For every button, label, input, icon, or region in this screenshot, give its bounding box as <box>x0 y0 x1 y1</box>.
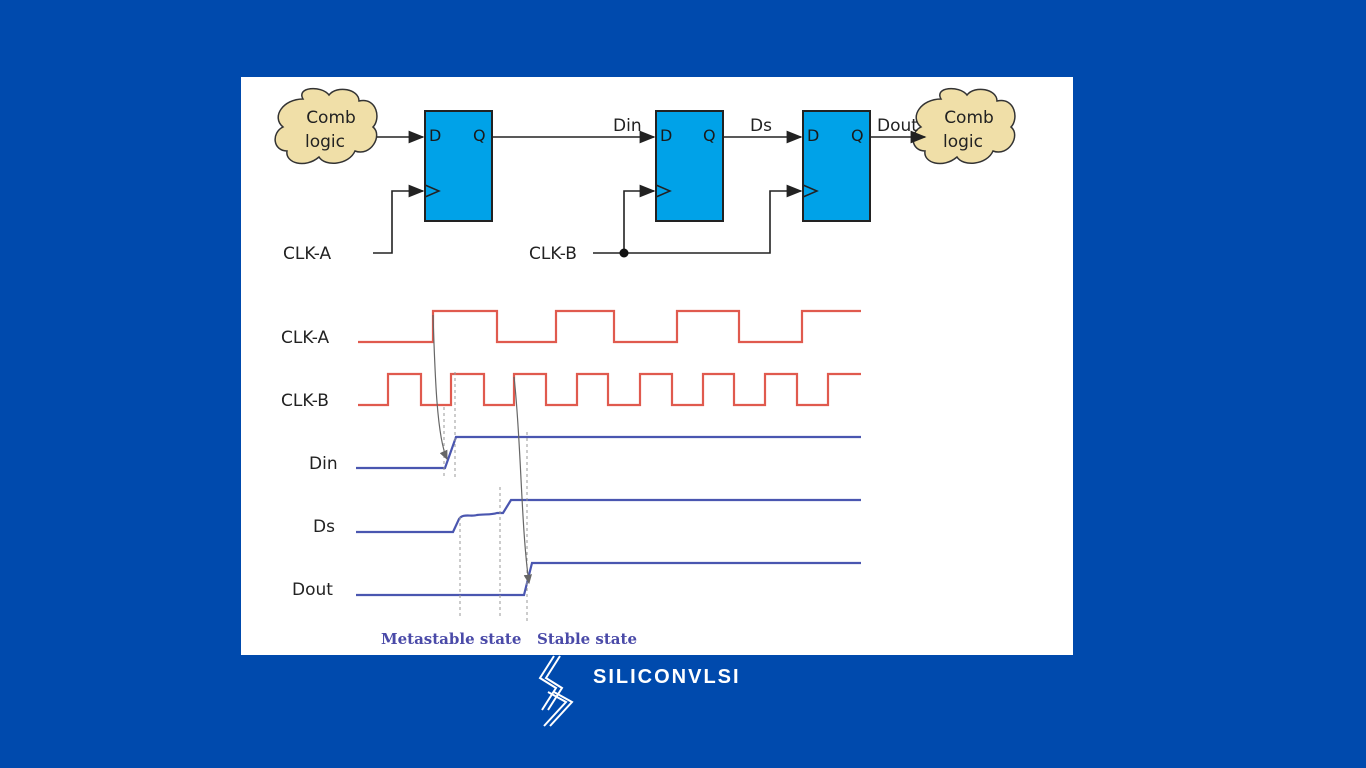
ff3-q-pin: Q <box>851 126 864 145</box>
clk-b-junction <box>619 248 629 258</box>
wave-label-clk-b: CLK-B <box>281 391 329 411</box>
ff1-d-pin: D <box>429 126 441 145</box>
metastable-state-label: Metastable state <box>381 630 521 648</box>
ff1-q-pin: Q <box>473 126 486 145</box>
clk-a-waveform <box>358 309 861 344</box>
ds-waveform <box>356 498 861 534</box>
dout-waveform <box>356 561 861 597</box>
brand-name: SILICONVLSI <box>593 666 741 688</box>
cloud-right-line1: Comb <box>944 108 994 128</box>
ff3-d-pin: D <box>807 126 819 145</box>
dout-net-label: Dout <box>877 116 918 136</box>
cloud-left-line1: Comb <box>306 108 356 128</box>
din-waveform <box>356 435 861 470</box>
circuit-wires <box>373 130 927 254</box>
ff2-d-pin: D <box>660 126 672 145</box>
synchronizer-diagram: Comb logic Comb logic D Q D Q D Q CLK <box>274 87 1016 648</box>
ff2-q-pin: Q <box>703 126 716 145</box>
clk-b-waveform <box>358 372 861 407</box>
ds-net-label: Ds <box>750 116 772 136</box>
clk-a-to-din-arrow <box>432 314 448 461</box>
comb-logic-cloud-left: Comb logic <box>274 87 378 165</box>
clk-b-input-label: CLK-B <box>529 244 577 264</box>
clk-b-to-dout-arrow <box>513 376 532 585</box>
clk-a-input-label: CLK-A <box>283 244 331 264</box>
wave-label-din: Din <box>309 454 338 474</box>
flip-flop-3: D Q <box>802 110 871 222</box>
wave-label-ds: Ds <box>313 517 335 537</box>
diagram-card: Comb logic Comb logic D Q D Q D Q CLK <box>241 77 1073 655</box>
brand-footer: SILICONVLSI <box>530 652 790 728</box>
siliconvlsi-logo-icon <box>538 655 574 727</box>
cloud-right-line2: logic <box>943 132 983 152</box>
stable-state-label: Stable state <box>537 630 637 648</box>
wave-label-dout: Dout <box>292 580 333 600</box>
wave-label-clk-a: CLK-A <box>281 328 329 348</box>
cloud-left-line2: logic <box>305 132 345 152</box>
din-net-label: Din <box>613 116 642 136</box>
flip-flop-1: D Q <box>424 110 493 222</box>
comb-logic-cloud-right: Comb logic <box>912 87 1016 165</box>
timing-guide-lines <box>443 372 528 622</box>
flip-flop-2: D Q <box>655 110 724 222</box>
